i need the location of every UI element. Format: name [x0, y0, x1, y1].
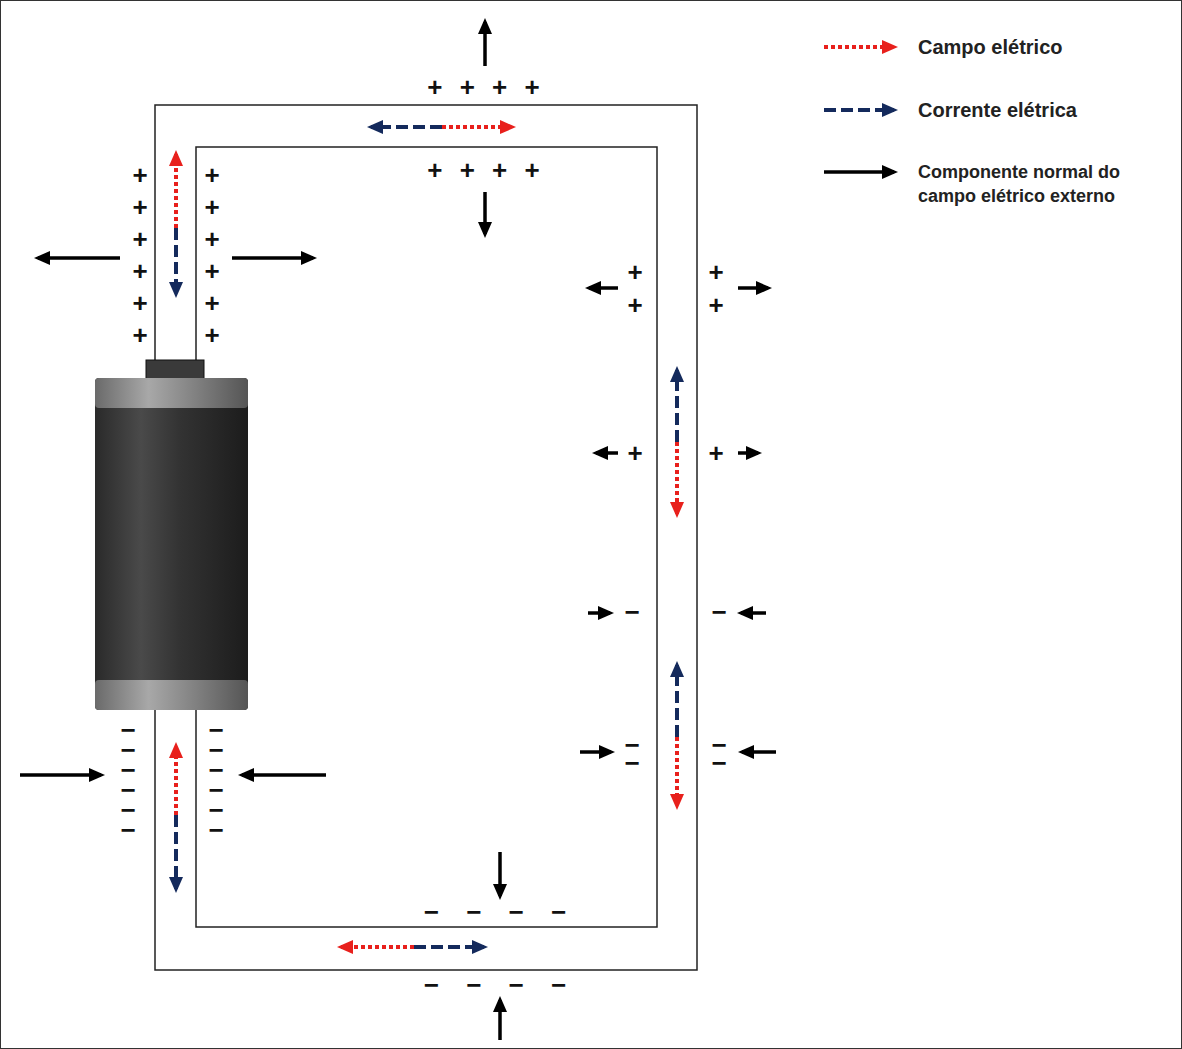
charge-label: + + + + + + — [199, 159, 225, 351]
charge-label: − — [711, 596, 726, 628]
charge-label: + + + + — [427, 71, 544, 103]
charge-label: + + — [703, 256, 729, 322]
legend-text: Componente normal do campo elétrico exte… — [918, 160, 1176, 208]
charge-label: + — [708, 437, 723, 469]
charge-label: − − − − − − — [115, 720, 141, 840]
charge-label: + + — [622, 256, 648, 322]
charge-label: − − — [619, 736, 645, 772]
legend-text: Campo elétrico — [918, 35, 1168, 59]
charge-label: − — [624, 596, 639, 628]
charge-label: + + + + + + — [127, 159, 153, 351]
charge-label: + — [627, 437, 642, 469]
charge-label: + + + + — [427, 154, 544, 186]
charge-label: − − — [706, 736, 732, 772]
charge-label: − − − − — [424, 969, 576, 1001]
charge-label: − − − − − − — [203, 720, 229, 840]
charge-label: − − − − — [424, 896, 576, 928]
legend-text: Corrente elétrica — [918, 98, 1168, 122]
